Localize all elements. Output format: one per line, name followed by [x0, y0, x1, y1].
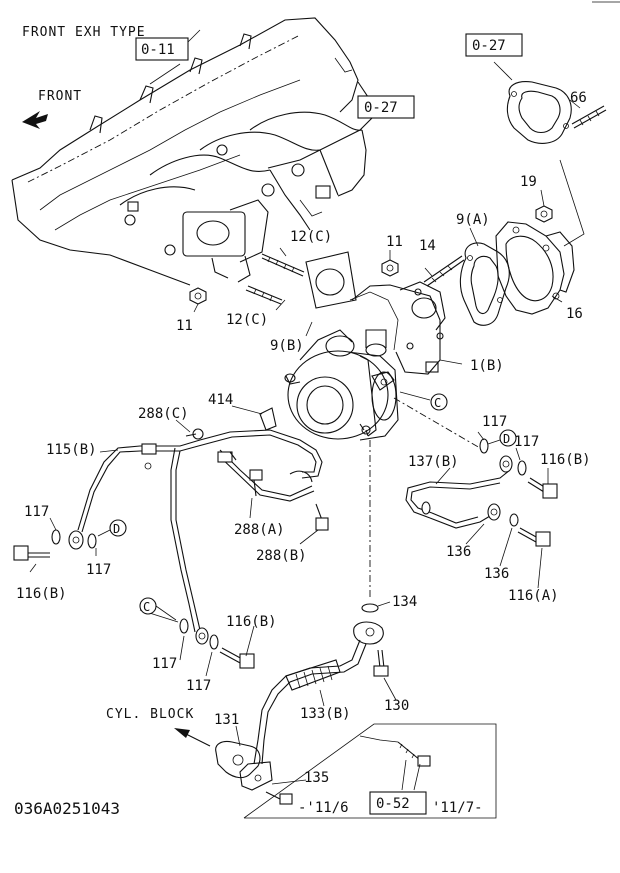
part-label: 9(B) — [270, 338, 304, 354]
stud-66 — [571, 105, 607, 129]
part-label: 117 — [24, 504, 49, 520]
washer-117-bottom-b — [209, 634, 219, 650]
figure-id: 036A0251043 — [14, 799, 120, 818]
bolt-130 — [373, 649, 389, 677]
washer-117-left-b — [87, 533, 97, 549]
nut-11-right — [381, 259, 399, 277]
part-label: 134 — [392, 594, 417, 610]
front-label: FRONT — [38, 89, 82, 104]
part-label: 288(A) — [234, 522, 285, 538]
svg-text:0-27: 0-27 — [472, 38, 506, 54]
washer-117-bottom-a — [179, 618, 189, 634]
bolt-0-52 — [397, 741, 431, 767]
part-label: 117 — [514, 434, 539, 450]
part-label: 12(C) — [226, 312, 268, 328]
diagram-title: FRONT EXH TYPE — [22, 25, 146, 40]
front-arrow-icon — [22, 111, 48, 129]
part-label: 131 — [214, 712, 239, 728]
banjo-bolt-116b-right — [527, 477, 558, 499]
ref-box-0-27-lower[interactable]: 0-27 — [357, 95, 415, 119]
gasket-131 — [215, 740, 261, 779]
cyl-block-label: CYL. BLOCK — [106, 707, 194, 722]
part-label: 288(B) — [256, 548, 307, 564]
part-label: 11 — [386, 234, 403, 250]
washer-117-left-a — [51, 529, 61, 545]
part-label: 116(A) — [508, 588, 559, 604]
o-ring-134 — [361, 603, 379, 613]
oil-return-pipe-133b — [253, 621, 384, 765]
part-label: 116(B) — [16, 586, 67, 602]
part-label: 11 — [176, 318, 193, 334]
part-label: 130 — [384, 698, 409, 714]
part-label: 133(B) — [300, 706, 351, 722]
svg-text:C: C — [434, 396, 441, 410]
part-label: 115(B) — [46, 442, 97, 458]
svg-text:0-27: 0-27 — [364, 100, 398, 116]
callout-circle-c-left: C — [139, 597, 157, 615]
ref-box-0-27-upper[interactable]: 0-27 — [465, 33, 523, 57]
exhaust-manifold-drawing — [11, 17, 373, 286]
part-label: 116(B) — [540, 452, 591, 468]
banjo-bolt-116b-bottom — [219, 647, 255, 669]
part-label: 16 — [566, 306, 583, 322]
ref-box-0-52[interactable]: 0-52 — [369, 791, 427, 815]
part-label: 135 — [304, 770, 329, 786]
bracket-135 — [239, 761, 273, 791]
stud-12c-upper — [261, 253, 305, 277]
part-label: 136 — [446, 544, 471, 560]
part-label: 117 — [152, 656, 177, 672]
ref-box-0-11[interactable]: 0-11 — [135, 37, 189, 61]
bolt-288a — [249, 469, 263, 497]
bracket-414 — [259, 407, 277, 431]
banjo-bolt-116a — [517, 527, 551, 547]
svg-text:D: D — [113, 522, 120, 536]
turbocharger-1b — [284, 281, 446, 441]
part-label: 117 — [482, 414, 507, 430]
part-labels: 12(C) 11 14 9(A) 19 66 16 12(C) 11 9(B) … — [16, 90, 591, 786]
bolt-288b — [315, 503, 329, 531]
part-label: 288(C) — [138, 406, 189, 422]
date-range-from: '11/7- — [432, 800, 483, 816]
washer-117-right-a — [479, 438, 489, 454]
part-label: 117 — [186, 678, 211, 694]
stud-12c-lower — [245, 285, 283, 305]
gasket-9a — [459, 242, 510, 326]
bolt-288c — [185, 428, 204, 440]
washer-117-right-b — [517, 460, 527, 476]
nut-19 — [535, 205, 553, 223]
gasket-9b — [305, 251, 357, 309]
part-label: 66 — [570, 90, 587, 106]
banjo-bolt-116b-left — [13, 545, 50, 561]
nut-11-left — [189, 287, 207, 305]
svg-text:0-52: 0-52 — [376, 796, 410, 812]
callout-circle-d-right: D — [499, 429, 517, 447]
part-label: 117 — [86, 562, 111, 578]
washer-136 — [509, 513, 519, 527]
bolt-135-lower — [265, 791, 293, 805]
svg-text:C: C — [143, 600, 150, 614]
part-label: 414 — [208, 392, 233, 408]
part-label: 19 — [520, 174, 537, 190]
oil-feed-pipe-115b — [68, 429, 323, 645]
part-label: 14 — [419, 238, 436, 254]
oil-pipe-137b — [405, 455, 513, 529]
gasket-0-27 — [506, 81, 572, 144]
part-label: 9(A) — [456, 212, 490, 228]
outlet-flange-16 — [495, 221, 575, 315]
part-label: 1(B) — [470, 358, 504, 374]
callout-circle-c-right: C — [430, 393, 448, 411]
callout-circle-d-left: D — [109, 519, 127, 537]
cyl-block-arrow-icon — [174, 728, 211, 747]
svg-text:D: D — [503, 432, 510, 446]
part-label: 12(C) — [290, 229, 332, 245]
part-label: 136 — [484, 566, 509, 582]
part-label: 116(B) — [226, 614, 277, 630]
svg-text:0-11: 0-11 — [141, 42, 175, 58]
stud-14 — [423, 255, 465, 287]
date-range-until: -'11/6 — [298, 800, 349, 816]
part-label: 137(B) — [408, 454, 459, 470]
